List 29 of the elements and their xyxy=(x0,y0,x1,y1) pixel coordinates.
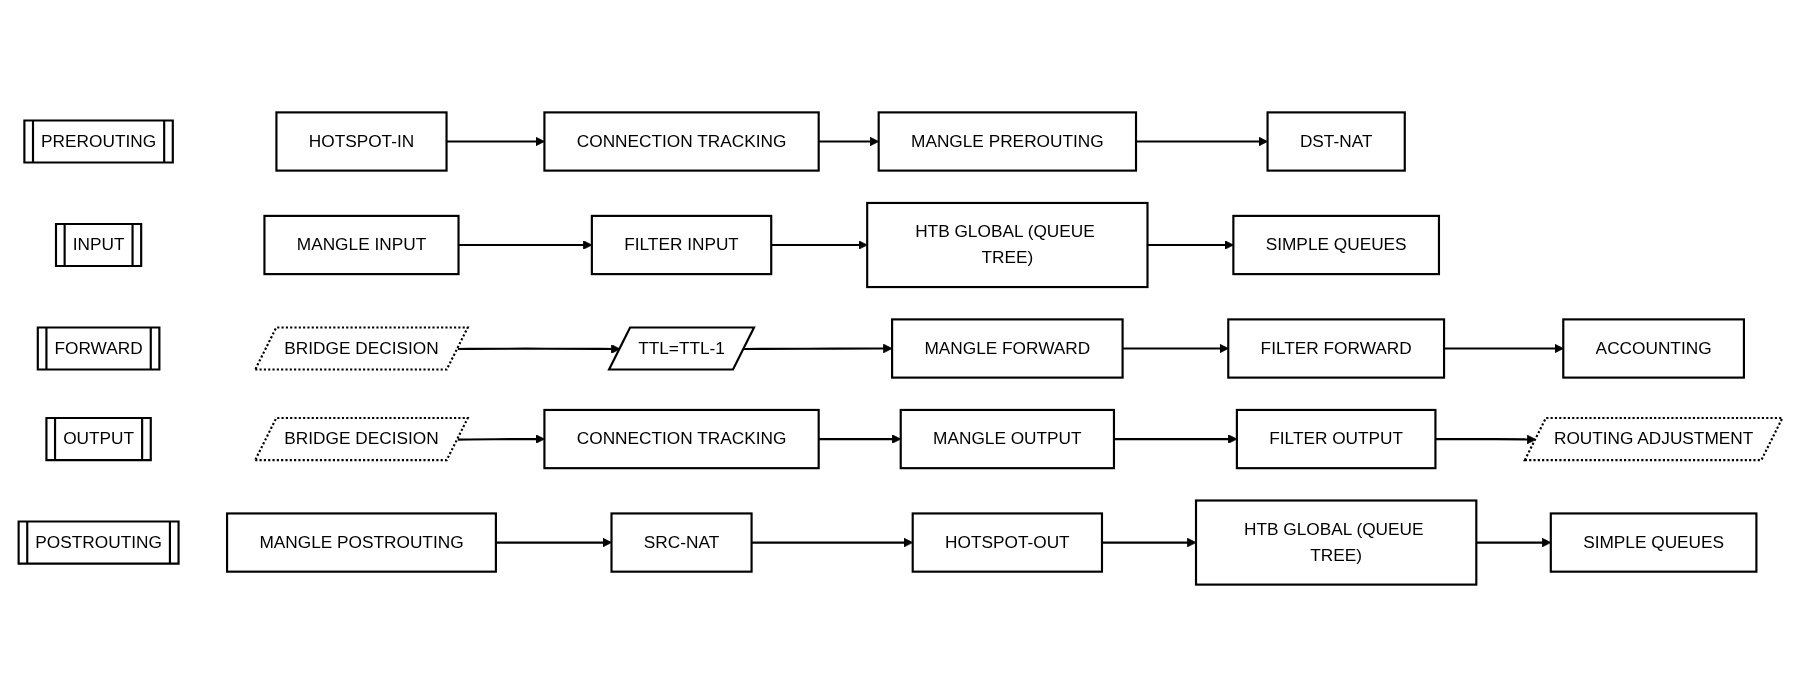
arrow xyxy=(495,537,612,548)
node-box: HOTSPOT-IN xyxy=(275,111,448,172)
node-box: FILTER FORWARD xyxy=(1227,318,1446,379)
node-box: SIMPLE QUEUES xyxy=(1232,214,1441,276)
node-box: HOTSPOT-OUT xyxy=(911,512,1104,573)
arrow xyxy=(1444,343,1564,354)
arrow xyxy=(1136,136,1268,147)
arrow xyxy=(1102,537,1197,548)
arrow xyxy=(446,136,545,147)
node-box: FILTER INPUT xyxy=(590,214,773,276)
node-box: MANGLE OUTPUT xyxy=(899,408,1116,470)
arrow xyxy=(744,343,893,354)
node-box: SIMPLE QUEUES xyxy=(1549,512,1758,573)
node-box: HTB GLOBAL (QUEUE TREE) xyxy=(1194,499,1478,586)
node-box: CONNECTION TRACKING xyxy=(543,111,820,172)
node-box: HTB GLOBAL (QUEUE TREE) xyxy=(866,201,1149,289)
node-box: MANGLE INPUT xyxy=(263,214,460,276)
node-box: DST-NAT xyxy=(1266,111,1406,172)
node-box: MANGLE FORWARD xyxy=(891,318,1124,379)
arrow xyxy=(457,434,545,444)
arrow xyxy=(771,240,868,250)
arrow xyxy=(1147,240,1234,250)
node-box: MANGLE PREROUTING xyxy=(877,111,1138,172)
arrow xyxy=(1122,343,1229,354)
node-box: ACCOUNTING xyxy=(1562,318,1745,379)
node-box: MANGLE POSTROUTING xyxy=(226,512,497,573)
node-box: SRC-NAT xyxy=(610,512,753,573)
node-box: FILTER OUTPUT xyxy=(1235,408,1437,470)
node-box: CONNECTION TRACKING xyxy=(543,408,820,470)
